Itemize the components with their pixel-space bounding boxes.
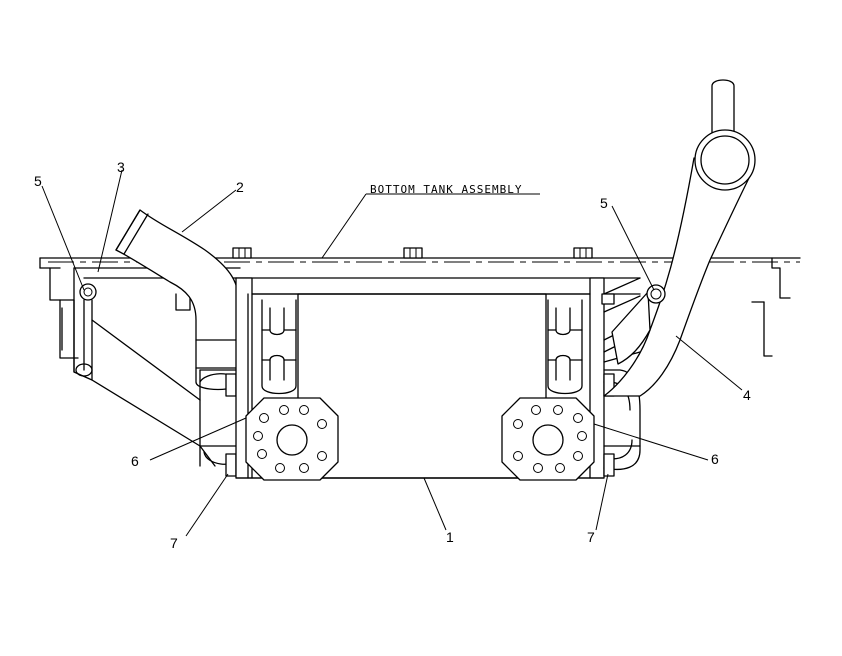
rail-bolt — [573, 247, 593, 259]
left-side-clamp — [199, 373, 237, 477]
callout-3: 3 — [117, 159, 125, 175]
callout-6-left: 6 — [131, 453, 139, 469]
left-flange — [245, 397, 339, 481]
callout-4: 4 — [743, 387, 751, 403]
outlet-tube — [603, 79, 756, 397]
leader-lines — [41, 169, 743, 537]
callout-7-left: 7 — [170, 535, 178, 551]
callout-1: 1 — [446, 529, 454, 545]
inlet-tube — [115, 209, 241, 391]
callout-5-right: 5 — [600, 195, 608, 211]
right-flange — [501, 397, 595, 481]
callout-5-left: 5 — [34, 173, 42, 189]
bottom-tank-assembly-label: BOTTOM TANK ASSEMBLY — [370, 183, 522, 196]
rail-bolt — [403, 247, 423, 259]
callout-2: 2 — [236, 179, 244, 195]
callout-7-right: 7 — [587, 529, 595, 545]
rail-bolt — [232, 247, 252, 259]
callout-6-right: 6 — [711, 451, 719, 467]
